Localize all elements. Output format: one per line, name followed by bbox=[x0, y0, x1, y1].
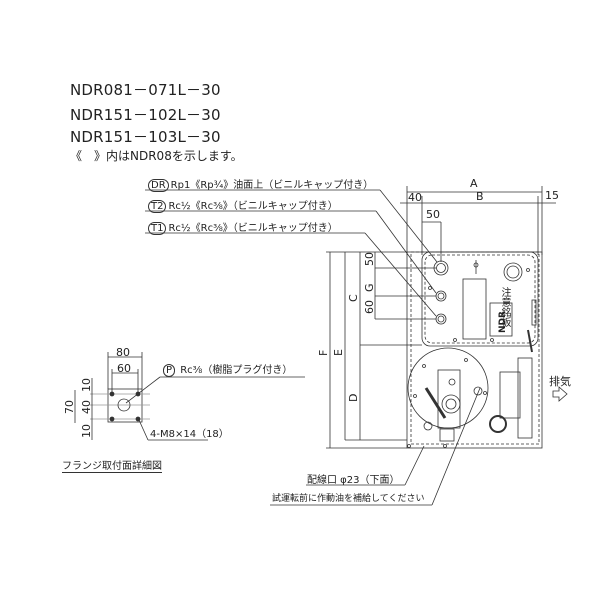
port-id-t1: T1 bbox=[148, 222, 167, 235]
flange-dim-10-bottom: 10 bbox=[80, 424, 93, 438]
t2-port-icon bbox=[435, 290, 447, 302]
bracket-note: 《 》内はNDR08を示します。 bbox=[70, 149, 243, 163]
dim-15: 15 bbox=[545, 189, 559, 202]
port-text-t1: Rc½《Rc⅜》（ビニルキャップ付き） bbox=[168, 223, 338, 234]
flange-port-label: P Rc⅜（樹脂プラグ付き） bbox=[163, 361, 292, 377]
tank-top-panel bbox=[421, 251, 539, 347]
filter-housing bbox=[499, 371, 521, 419]
t1-port-icon bbox=[435, 313, 447, 325]
flange-port-id: P bbox=[163, 364, 176, 377]
flange-port-text: Rc⅜（樹脂プラグ付き） bbox=[180, 365, 293, 376]
bolt-spec: 4-M8×14（18） bbox=[150, 429, 229, 440]
dim-d: D bbox=[347, 394, 360, 402]
leader-lines bbox=[125, 189, 481, 506]
caution-plate bbox=[462, 278, 487, 340]
top-dimensions bbox=[400, 186, 556, 262]
oil-fill-note: 試運転前に作動油を補給してください bbox=[272, 494, 425, 504]
dim-c: C bbox=[347, 294, 360, 302]
gauge-icon bbox=[489, 415, 507, 433]
flange-detail bbox=[74, 352, 150, 440]
dim-b: B bbox=[476, 190, 484, 203]
dim-g: G bbox=[363, 283, 376, 292]
dim-a: A bbox=[470, 177, 478, 190]
unit-body bbox=[406, 251, 543, 449]
wiring-port-label: 配線口 φ23（下面） bbox=[307, 475, 400, 486]
dim-e: E bbox=[332, 349, 345, 356]
flange-dim-70: 70 bbox=[63, 400, 76, 414]
brand-plate-text: NDR bbox=[498, 311, 508, 333]
dim-50-top: 50 bbox=[426, 208, 440, 221]
flange-dim-10-top: 10 bbox=[80, 378, 93, 392]
breather-icon bbox=[503, 262, 523, 282]
port-text-dr: Rp1《Rp¾》油面上（ビニルキャップ付き） bbox=[170, 180, 374, 191]
model-number-2: NDR151－102L－30 bbox=[70, 106, 221, 124]
flange-dim-60: 60 bbox=[117, 362, 131, 375]
dim-60-side: 60 bbox=[363, 300, 376, 314]
port-id-t2: T2 bbox=[148, 200, 167, 213]
dim-50-side: 50 bbox=[363, 252, 376, 266]
exhaust-label: 排気 bbox=[549, 375, 571, 388]
dr-port-icon bbox=[433, 260, 449, 276]
dim-40: 40 bbox=[408, 191, 422, 204]
exhaust-arrow-icon bbox=[552, 386, 568, 402]
port-text-t2: Rc½《Rc⅜》（ビニルキャップ付き） bbox=[168, 201, 338, 212]
model-number-1: NDR081－071L－30 bbox=[70, 81, 221, 99]
port-id-dr: DR bbox=[148, 179, 169, 192]
nameplate bbox=[489, 302, 513, 337]
side-dimensions bbox=[326, 251, 436, 449]
flange-port-icon bbox=[117, 398, 131, 412]
flange-dim-40: 40 bbox=[80, 400, 93, 414]
flange-dim-80: 80 bbox=[116, 346, 130, 359]
flange-detail-title: フランジ取付面詳細図 bbox=[62, 457, 162, 473]
dim-f: F bbox=[317, 350, 330, 356]
model-number-3: NDR151－103L－30 bbox=[70, 128, 221, 146]
